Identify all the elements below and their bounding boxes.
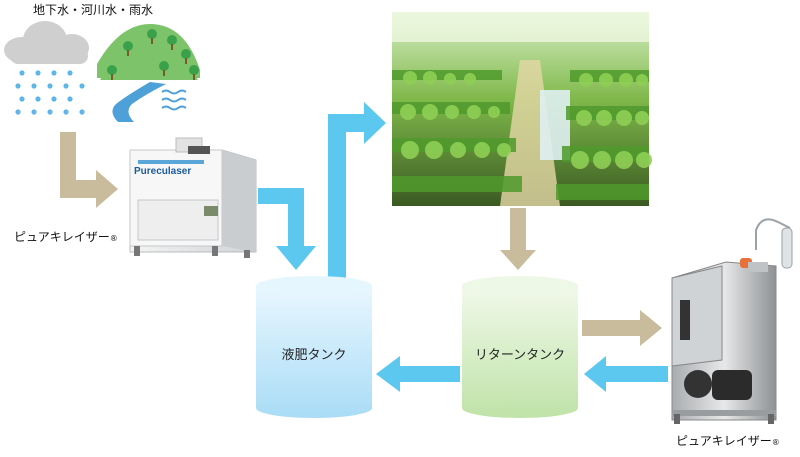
pureculaser-machine-left bbox=[129, 137, 257, 258]
registered-mark: ® bbox=[109, 234, 118, 243]
return-tank bbox=[462, 276, 578, 418]
flow-arrow-machine-to-fertilizer-tank bbox=[258, 188, 316, 270]
machine-left-label: ピュアキレイザー® bbox=[14, 228, 118, 245]
return-tank-label: リターンタンク bbox=[474, 348, 566, 363]
pureculaser-brand-text: Pureculaser bbox=[134, 166, 192, 177]
machine-left-label-text: ピュアキレイザー bbox=[14, 230, 110, 244]
water-sources-label: 地下水・河川水・雨水 bbox=[33, 3, 154, 17]
arrow-return-tank-to-machine bbox=[582, 310, 662, 346]
pureculaser-machine-right bbox=[671, 218, 793, 424]
registered-mark: ® bbox=[771, 438, 780, 447]
drain-arrow-farm-to-return-tank bbox=[500, 208, 536, 270]
flow-arrow-return-to-fertilizer bbox=[376, 356, 460, 392]
mountain-river-icon bbox=[97, 24, 200, 122]
vertical-farm-photo bbox=[392, 12, 652, 206]
fertilizer-tank-label: 液肥タンク bbox=[281, 348, 347, 363]
supply-arrow-sources-to-machine bbox=[60, 132, 118, 208]
machine-right-label-text: ピュアキレイザー bbox=[676, 434, 772, 448]
fertilizer-tank bbox=[256, 276, 372, 418]
flow-arrow-fertilizer-tank-to-farm bbox=[328, 102, 386, 280]
flow-arrow-machine-to-return-tank bbox=[584, 356, 668, 392]
machine-right-label: ピュアキレイザー® bbox=[676, 432, 780, 449]
rain-cloud-icon bbox=[4, 21, 89, 115]
